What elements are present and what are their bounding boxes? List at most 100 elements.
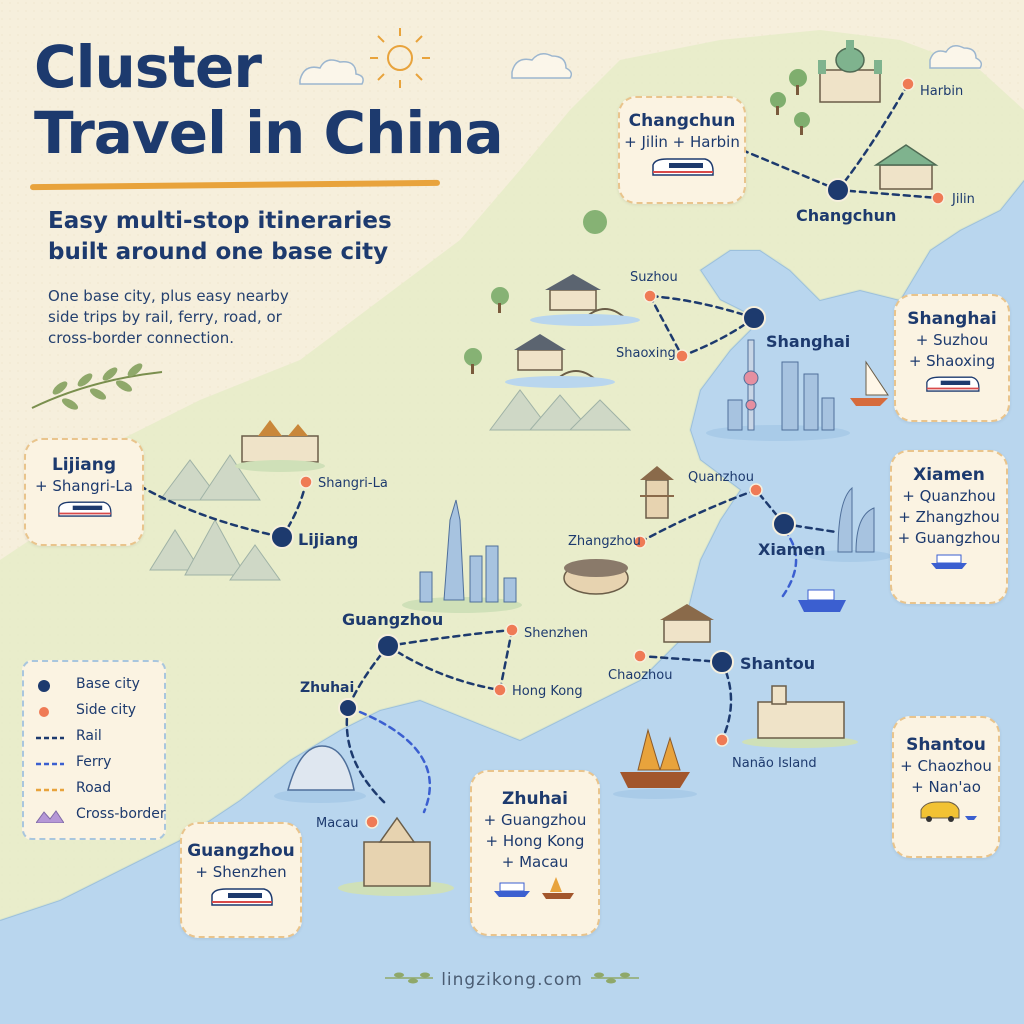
card-guangzhou-title: Guangzhou (187, 841, 295, 861)
legend-base-city-label: Base city (76, 676, 140, 692)
landmark-xiamen-towers (808, 486, 892, 562)
base-city-markers (270, 178, 850, 718)
title-line-1: Cluster (34, 33, 262, 101)
side-city-markers (299, 77, 945, 829)
rail-xiamen-card (782, 522, 838, 534)
train-icon (211, 888, 273, 906)
mountains-west (149, 389, 632, 581)
landmark-quanzhou-pagoda (640, 466, 674, 519)
ferry-ship-icon (798, 589, 846, 612)
city-label-lijiang: Lijiang (298, 530, 359, 549)
ferry-zhuhai-macau (358, 710, 432, 814)
ferry-icon (931, 554, 967, 569)
rail-shantou-chaozhou (638, 654, 724, 664)
sun-icon (370, 28, 430, 88)
junk-boat-icon (613, 728, 697, 799)
page-title: Cluster Travel in China (34, 33, 504, 167)
landmark-guangzhou-skyline (402, 499, 522, 613)
side-city-icon (39, 707, 49, 717)
legend-side-city-label: Side city (76, 702, 137, 718)
cloud-icon (299, 45, 983, 85)
map-legend: Base city Side city Rail Ferry Road Cros… (22, 660, 166, 840)
mountain-icon (36, 810, 64, 823)
landmark-harbin-cathedral (818, 40, 882, 103)
rail-line-icon (36, 736, 64, 740)
city-label-guangzhou: Guangzhou (342, 610, 444, 629)
city-label-shanghai: Shanghai (766, 332, 851, 351)
landmark-macau-ruins (338, 816, 454, 896)
landmark-chaozhou-gate (660, 604, 714, 643)
sea-area (0, 180, 1024, 1024)
rail-xiamen-zhangzhou (638, 488, 758, 544)
card-shantou-line-1: + Chaozhou (900, 757, 992, 775)
road-shantou-nanao (720, 660, 733, 742)
footer-site: lingzikong.com (0, 970, 1024, 990)
landmark-shanghai-skyline (706, 339, 850, 441)
trees (464, 69, 810, 374)
card-changchun-title: Changchun (628, 111, 736, 131)
rail-lijiang-card (138, 484, 284, 539)
landmark-shaoxing-bridge (505, 334, 615, 388)
card-xiamen: Xiamen + Quanzhou + Zhangzhou + Guangzho… (890, 450, 1008, 604)
city-label-suzhou: Suzhou (630, 270, 678, 285)
landmark-shantou-building (742, 685, 858, 748)
card-shantou: Shantou + Chaozhou + Nan'ao (892, 716, 1000, 858)
card-xiamen-line-1: + Quanzhou (902, 487, 996, 505)
rail-shenzhen-hongkong (498, 628, 514, 692)
land-area (0, 30, 1024, 920)
rail-zhuhai-macau (345, 706, 388, 806)
bohai-sea (700, 250, 800, 310)
card-zhuhai-line-2: + Hong Kong (485, 832, 585, 850)
city-label-shenzhen: Shenzhen (524, 626, 589, 641)
rail-guangzhou-shenzhen (386, 628, 514, 648)
card-zhuhai-line-3: + Macau (501, 853, 569, 871)
rail-changchun-jilin (836, 188, 940, 200)
city-label-jilin: Jilin (952, 192, 975, 207)
card-changchun-line-1: + Jilin + Harbin (624, 133, 740, 151)
landmark-zhuhai-opera (274, 745, 366, 803)
base-city-icon (38, 680, 50, 692)
rail-changchun-card (740, 148, 840, 192)
page-description: One base city, plus easy nearby side tri… (48, 287, 289, 347)
rail-suzhou-shaoxing (648, 294, 684, 358)
rail-guangzhou-hongkong (386, 644, 502, 692)
car-icon (920, 801, 977, 822)
card-shantou-line-2: + Nan'ao (911, 778, 981, 796)
city-label-shaoxing: Shaoxing (616, 346, 676, 361)
landmark-shangri-la-monastery (235, 420, 325, 472)
card-xiamen-line-2: + Zhangzhou (898, 508, 1000, 526)
landmark-tulou (563, 559, 629, 595)
card-shanghai: Shanghai + Suzhou + Shaoxing (894, 294, 1010, 422)
train-icon (58, 501, 112, 517)
city-label-harbin: Harbin (920, 84, 964, 99)
city-label-chaozhou: Chaozhou (608, 668, 673, 683)
ferry-and-junk-icon (494, 877, 574, 899)
footer-url[interactable]: lingzikong.com (441, 970, 583, 990)
landmark-suzhou-garden (530, 274, 640, 326)
sailboat-icon (850, 360, 889, 406)
card-xiamen-line-3: + Guangzhou (897, 529, 1001, 547)
road-line-icon (36, 788, 64, 792)
train-icon (652, 158, 714, 176)
card-xiamen-title: Xiamen (913, 465, 985, 485)
card-changchun: Changchun + Jilin + Harbin (618, 96, 746, 204)
card-zhuhai: Zhuhai + Guangzhou + Hong Kong + Macau (470, 770, 600, 936)
city-label-zhangzhou: Zhangzhou (568, 534, 641, 549)
card-shantou-title: Shantou (906, 735, 986, 755)
city-label-macau: Macau (316, 816, 359, 831)
card-shanghai-line-2: + Shaoxing (908, 352, 996, 370)
city-label-hong-kong: Hong Kong (512, 684, 583, 699)
title-line-2: Travel in China (34, 99, 504, 167)
legend-ferry-label: Ferry (76, 754, 112, 770)
card-guangzhou-line-1: + Shenzhen (195, 863, 287, 881)
card-lijiang-title: Lijiang (51, 455, 117, 475)
card-zhuhai-line-1: + Guangzhou (483, 811, 587, 829)
rail-xiamen-quanzhou (754, 488, 786, 526)
city-label-shangri-la: Shangri-La (318, 476, 388, 491)
city-label-xiamen: Xiamen (758, 540, 826, 559)
card-shanghai-line-1: + Suzhou (915, 331, 989, 349)
legend-road-label: Road (76, 780, 112, 796)
city-label-changchun: Changchun (796, 206, 897, 225)
